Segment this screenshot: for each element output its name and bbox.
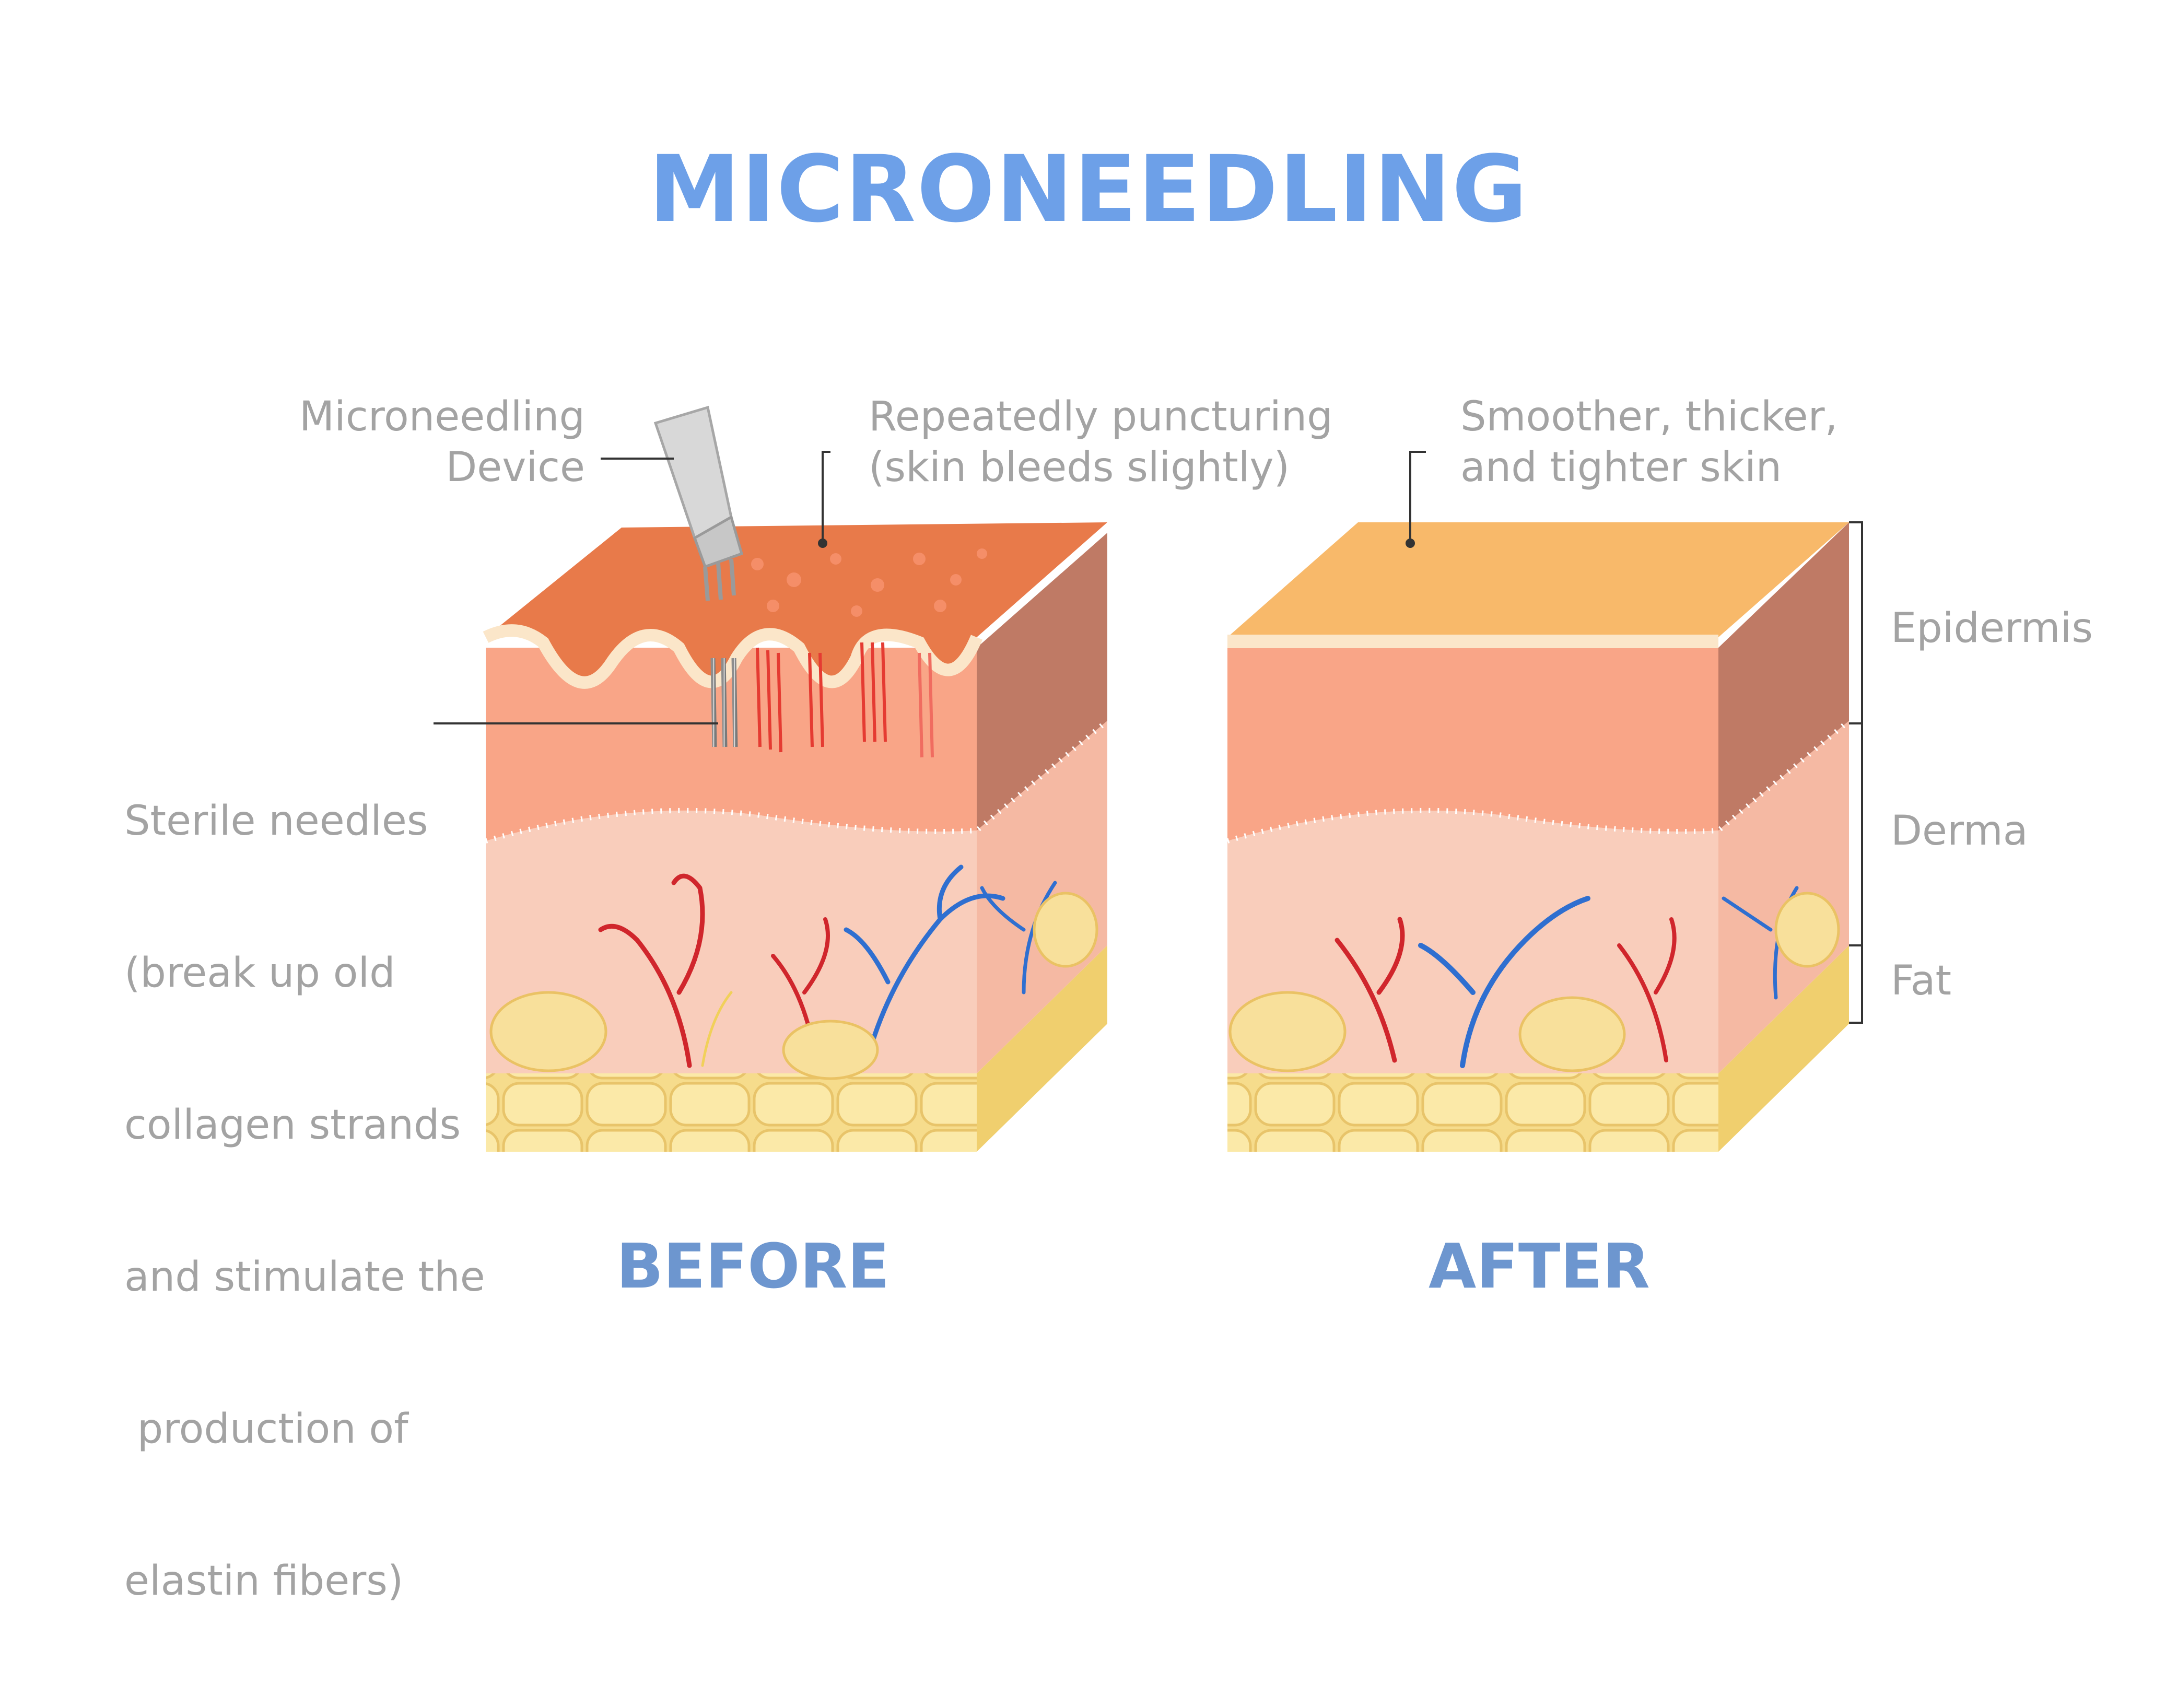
before-blood-vessels: [598, 864, 1057, 1068]
needles-label-line: (break up old: [124, 950, 395, 997]
before-skin-block: [483, 522, 1109, 1152]
needles-label-line: elastin fibers): [124, 1558, 404, 1605]
puncturing-leader: [822, 451, 830, 543]
device-label-line: Microneedling: [299, 393, 585, 440]
microneedling-diagram: MICRONEEDLING Microneedling Device Repea…: [124, 136, 2093, 1605]
before-epidermis-top: [486, 522, 1107, 683]
needles-label-line: production of: [124, 1406, 408, 1453]
before-epidermis-front: [486, 648, 977, 841]
needles-label: Sterile needles (break up old collagen s…: [124, 695, 485, 1708]
epidermis-label: Epidermis: [1891, 605, 2093, 652]
leader-lines: [434, 451, 1863, 1024]
after-epidermis-side: [1718, 522, 1849, 830]
needles-label-line: and stimulate the: [124, 1254, 485, 1301]
skin-illustration: [434, 405, 1863, 1152]
smoother-leader: [1409, 451, 1426, 543]
microneedling-device: [653, 405, 744, 601]
puncturing-label: Repeatedly puncturing (skin bleeds sligh…: [869, 392, 1333, 493]
before-epidermis-rim: [483, 624, 983, 689]
after-fat-side: [1718, 945, 1849, 1152]
after-epidermis-rim: [1227, 635, 1718, 648]
before-fat-front: [486, 1073, 977, 1152]
needles-label-line: Sterile needles: [124, 798, 428, 845]
before-fat-lobules: [489, 892, 1098, 1080]
puncturing-label-line: (skin bleeds slightly): [869, 444, 1290, 491]
fat-label: Fat: [1891, 957, 1952, 1004]
after-caption: AFTER: [1429, 1230, 1650, 1302]
page-title: MICRONEEDLING: [648, 136, 1529, 243]
needle-tracks: [756, 642, 934, 758]
after-skin-block: [1226, 522, 1851, 1152]
before-dermis-front: [486, 810, 977, 1073]
after-epidermis-front: [1227, 648, 1718, 841]
device-label: Microneedling Device: [282, 392, 585, 493]
puncture-dots: [751, 548, 987, 617]
after-fat-lobules: [1228, 892, 1840, 1072]
smoother-label: Smoother, thicker, and tighter skin: [1460, 392, 1837, 493]
smoother-label-line: Smoother, thicker,: [1460, 393, 1838, 440]
before-caption: BEFORE: [616, 1230, 889, 1302]
device-label-line: Device: [446, 444, 585, 491]
after-fat-front: [1227, 1073, 1718, 1152]
before-epidermis-side: [977, 533, 1107, 830]
smoother-label-line: and tighter skin: [1460, 444, 1782, 491]
puncturing-label-line: Repeatedly puncturing: [869, 393, 1333, 440]
derma-label: Derma: [1891, 808, 2028, 855]
sterile-needles: [710, 658, 738, 747]
needles-label-line: collagen strands: [124, 1102, 461, 1149]
after-epidermis-top: [1227, 522, 1849, 637]
before-fat-side: [977, 945, 1107, 1152]
layer-bracket: [1849, 521, 1863, 1024]
before-dermis-side: [977, 721, 1107, 1073]
after-dermis-side: [1718, 721, 1849, 1073]
